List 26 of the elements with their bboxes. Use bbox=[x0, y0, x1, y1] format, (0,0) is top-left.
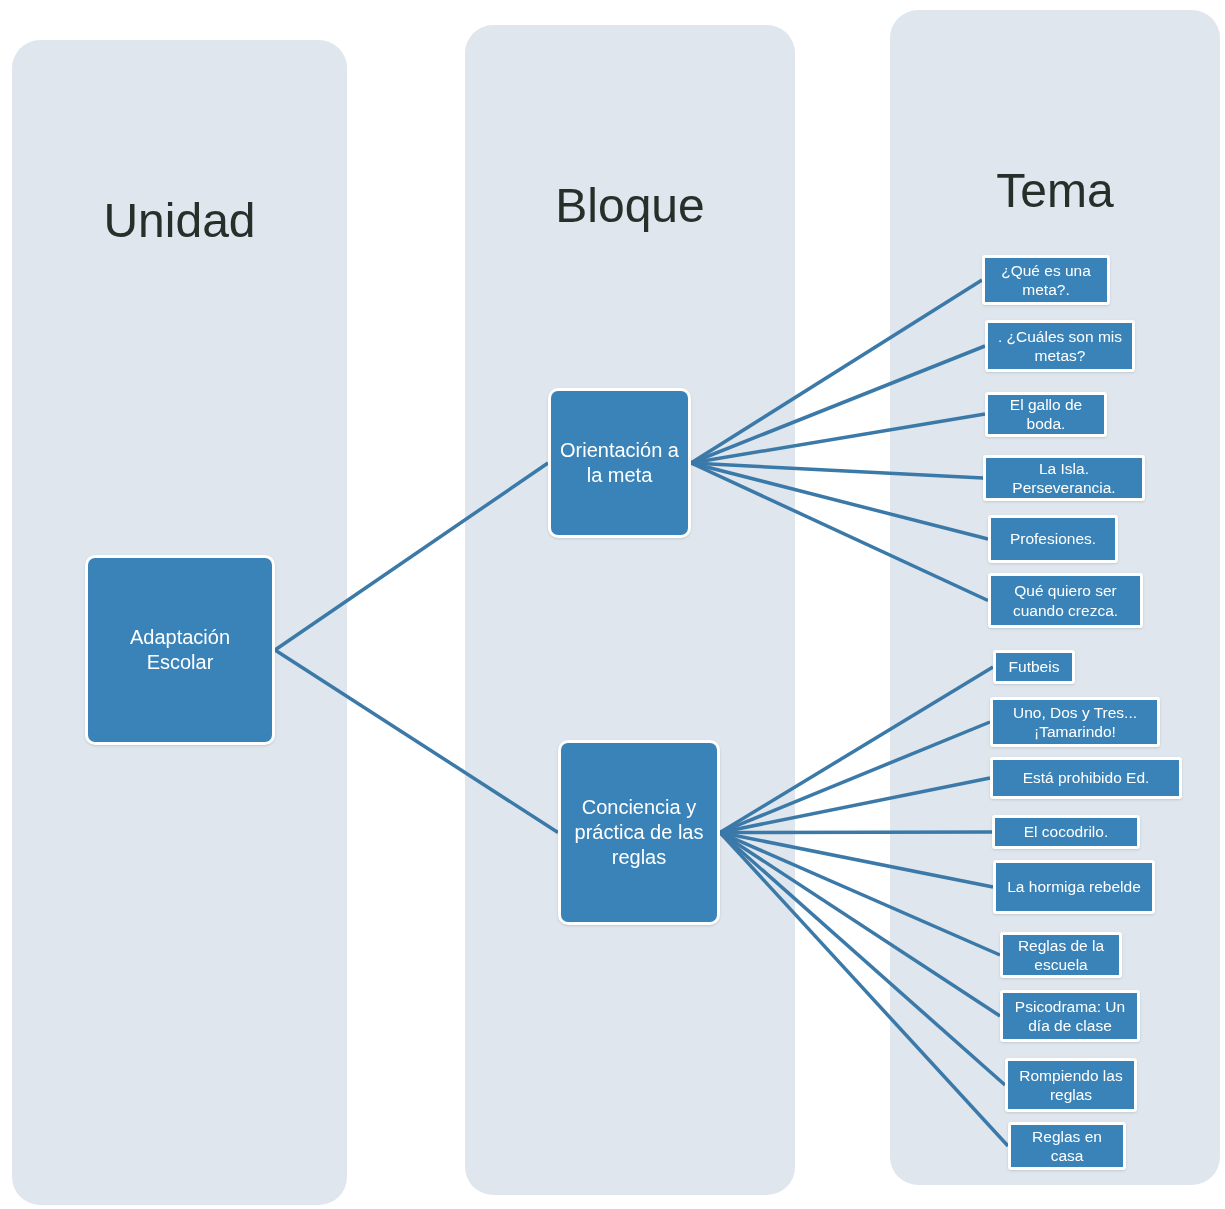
block-box: Conciencia y práctica de las reglas bbox=[558, 740, 720, 925]
topic-box: Reglas en casa bbox=[1008, 1122, 1126, 1170]
topic-box: La Isla. Perseverancia. bbox=[983, 455, 1145, 501]
topic-box: El gallo de boda. bbox=[985, 392, 1107, 437]
column-heading: Tema bbox=[995, 163, 1115, 219]
connector-line bbox=[274, 461, 549, 652]
topic-box: . ¿Cuáles son mis metas? bbox=[985, 320, 1135, 372]
topic-box: El cocodrilo. bbox=[992, 815, 1140, 849]
topic-box: Qué quiero ser cuando crezca. bbox=[988, 573, 1143, 628]
column-panel bbox=[12, 40, 347, 1205]
block-box: Orientación a la meta bbox=[548, 388, 691, 538]
connector-line bbox=[274, 648, 559, 834]
topic-box: Futbeis bbox=[993, 650, 1075, 684]
topic-box: Psicodrama: Un día de clase bbox=[1000, 990, 1140, 1042]
topic-box: Rompiendo las reglas bbox=[1005, 1058, 1137, 1112]
column-panel bbox=[890, 10, 1220, 1185]
column-heading: Unidad bbox=[102, 193, 257, 249]
column-heading: Bloque bbox=[554, 178, 706, 234]
column-panel bbox=[465, 25, 795, 1195]
topic-box: La hormiga rebelde bbox=[993, 860, 1155, 914]
topic-box: Profesiones. bbox=[988, 515, 1118, 563]
block-box: Adaptación Escolar bbox=[85, 555, 275, 745]
topic-box: Está prohibido Ed. bbox=[990, 757, 1182, 799]
topic-box: Uno, Dos y Tres... ¡Tamarindo! bbox=[990, 697, 1160, 747]
topic-box: ¿Qué es una meta?. bbox=[982, 255, 1110, 305]
topic-box: Reglas de la escuela bbox=[1000, 932, 1122, 978]
